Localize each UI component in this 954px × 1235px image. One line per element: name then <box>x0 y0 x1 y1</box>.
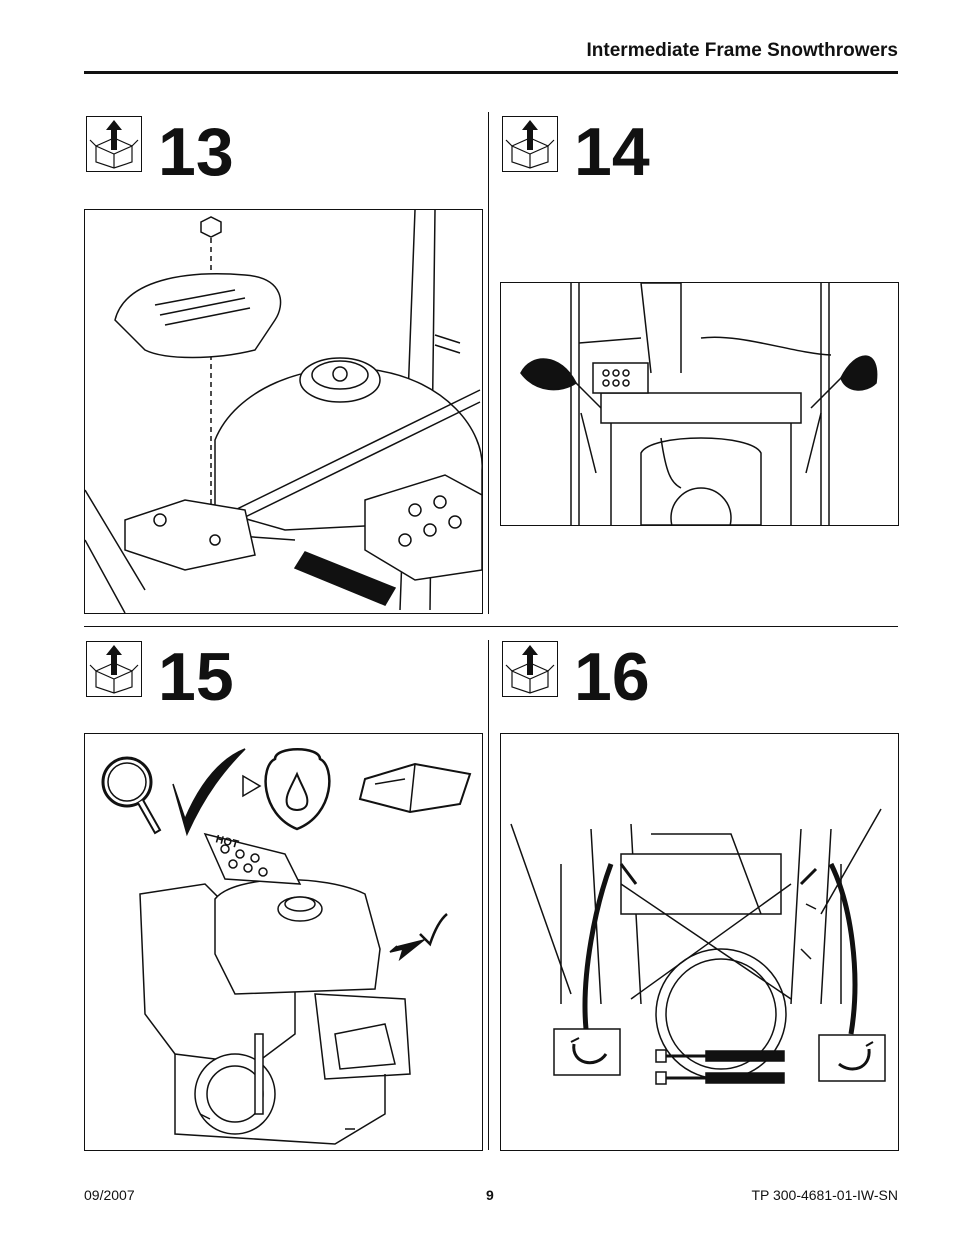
illustration-15: HOT <box>84 733 483 1151</box>
footer-doc-number: TP 300-4681-01-IW-SN <box>751 1187 898 1203</box>
unpack-box-icon <box>86 116 142 172</box>
step-number-15: 15 <box>158 639 234 715</box>
column-divider-top <box>488 112 489 614</box>
page-number: 9 <box>486 1187 494 1203</box>
page-title: Intermediate Frame Snowthrowers <box>586 40 898 61</box>
step-number-13: 13 <box>158 114 234 190</box>
unpack-box-icon <box>502 116 558 172</box>
unpack-box-icon <box>86 641 142 697</box>
row-divider <box>84 626 898 627</box>
illustration-14 <box>500 282 899 526</box>
step-number-14: 14 <box>574 114 650 190</box>
footer-date: 09/2007 <box>84 1187 135 1203</box>
illustration-13 <box>84 209 483 614</box>
illustration-16 <box>500 733 899 1151</box>
hot-label: HOT <box>214 833 240 851</box>
step-number-16: 16 <box>574 639 650 715</box>
column-divider-bottom <box>488 640 489 1150</box>
unpack-box-icon <box>502 641 558 697</box>
header-rule <box>84 71 898 74</box>
